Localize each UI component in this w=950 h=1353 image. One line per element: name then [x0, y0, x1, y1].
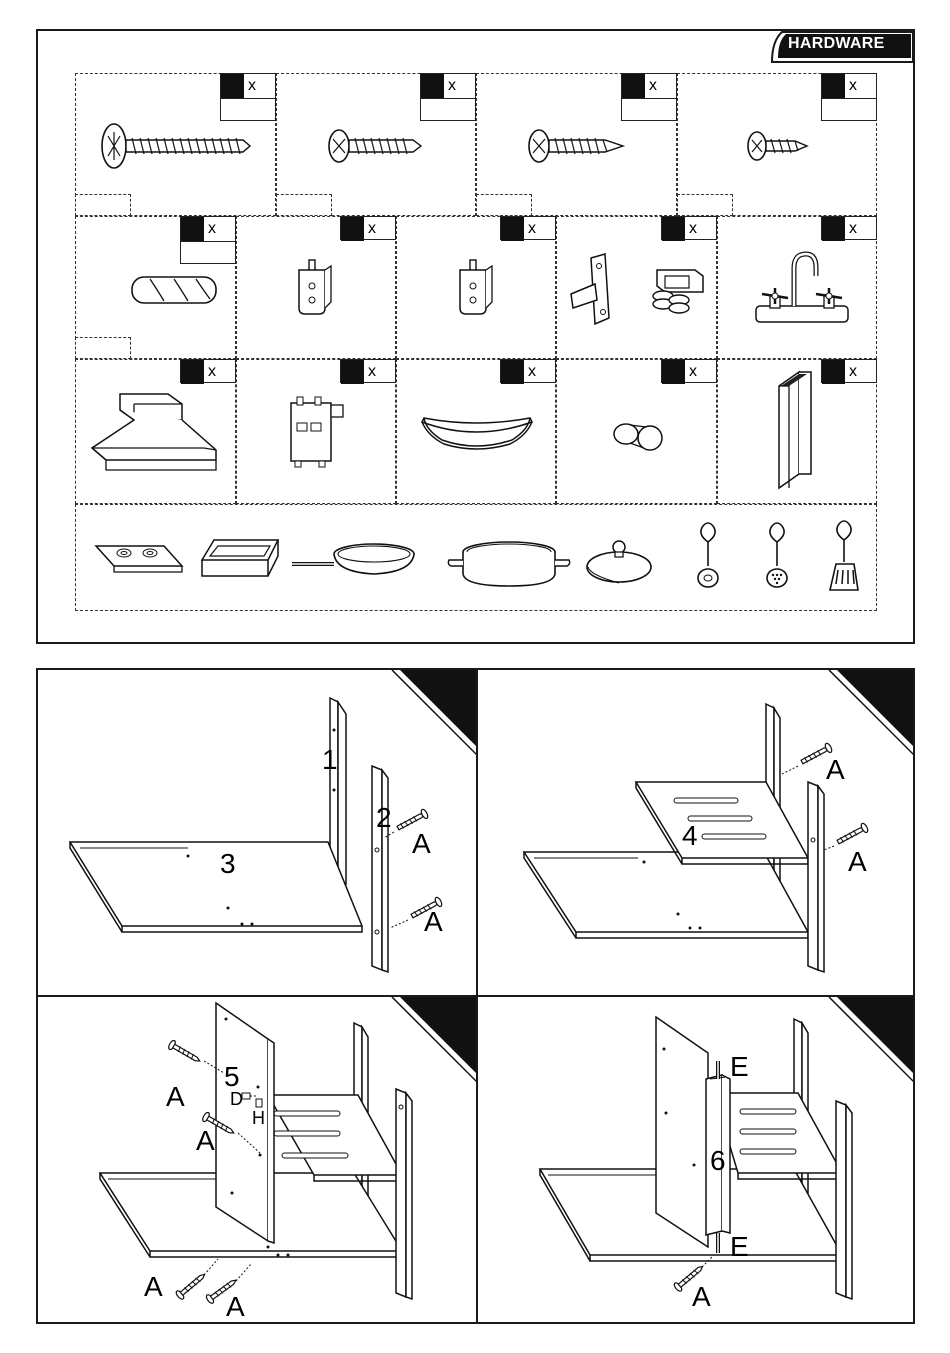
part-number-1: 1 [322, 746, 338, 774]
quantity-box: x [821, 359, 877, 383]
part-letter-box [276, 194, 332, 216]
dowel-label: E [730, 1233, 749, 1261]
part-letter-box [75, 194, 131, 216]
part-letter-box [476, 194, 532, 216]
long-screw-icon [98, 118, 253, 176]
hinge-icon [565, 252, 705, 332]
quantity-box: x [340, 359, 396, 383]
cam-bracket-icon [295, 258, 335, 318]
part-number-6: 6 [710, 1147, 726, 1175]
screw-label: A [412, 830, 431, 858]
faucet-icon [750, 250, 855, 330]
screw-label: A [196, 1127, 215, 1155]
part-label-h: H [252, 1109, 265, 1127]
quantity-box: x [661, 216, 717, 240]
wooden-dowel-icon [130, 275, 220, 307]
screw-label: A [424, 908, 443, 936]
quantity-box: x [340, 216, 396, 240]
assembly-step-1: 1 2 3 A A [36, 668, 478, 997]
knob-icon [610, 418, 665, 454]
part-letter-box [677, 194, 733, 216]
short-screw-icon [745, 128, 815, 164]
handle-icon [418, 412, 536, 452]
quantity-box: x [661, 359, 717, 383]
dowel-label: E [730, 1053, 749, 1081]
quantity-box: x [500, 359, 556, 383]
range-hood-icon [88, 390, 228, 475]
quantity-box: x [500, 216, 556, 240]
cam-bracket-icon-2 [456, 258, 496, 318]
screw-label: A [144, 1273, 163, 1301]
spatula-icon [826, 518, 862, 594]
quantity-box: x [180, 359, 236, 383]
quantity-box: x [420, 73, 476, 121]
quantity-box: x [180, 216, 236, 264]
back-panel-icon [775, 368, 820, 493]
assembly-step-2: 4 A A [476, 668, 915, 997]
part-number-2: 2 [376, 804, 392, 832]
assembly-step-3: 5 D H A A A A [36, 995, 478, 1324]
ladle-icon [693, 520, 723, 594]
screw-label: A [226, 1293, 245, 1321]
stovetop-icon [94, 540, 186, 574]
quantity-box: x [821, 73, 877, 121]
hardware-tab: HARDWARE [768, 29, 915, 63]
screw-label: A [848, 848, 867, 876]
pot-lid-icon [584, 535, 654, 585]
screw-label: A [166, 1083, 185, 1111]
baking-tray-icon [198, 538, 282, 578]
part-number-4: 4 [682, 822, 698, 850]
frying-pan-icon [290, 540, 420, 578]
part-number-5: 5 [224, 1063, 240, 1091]
medium-screw-icon [325, 125, 425, 167]
part-letter-box [75, 337, 131, 359]
hardware-title: HARDWARE [788, 35, 885, 53]
part-number-3: 3 [220, 850, 236, 878]
wood-screw-icon [525, 125, 625, 167]
slotted-spoon-icon [762, 520, 792, 594]
wall-outlet-icon [285, 393, 350, 468]
screw-label: A [692, 1283, 711, 1311]
quantity-box: x [220, 73, 276, 121]
cooking-pot-icon [445, 538, 573, 588]
assembly-step-4: 6 E E A [476, 995, 915, 1324]
quantity-box: x [821, 216, 877, 240]
part-label-d: D [230, 1090, 243, 1108]
quantity-box: x [621, 73, 677, 121]
screw-label: A [826, 756, 845, 784]
